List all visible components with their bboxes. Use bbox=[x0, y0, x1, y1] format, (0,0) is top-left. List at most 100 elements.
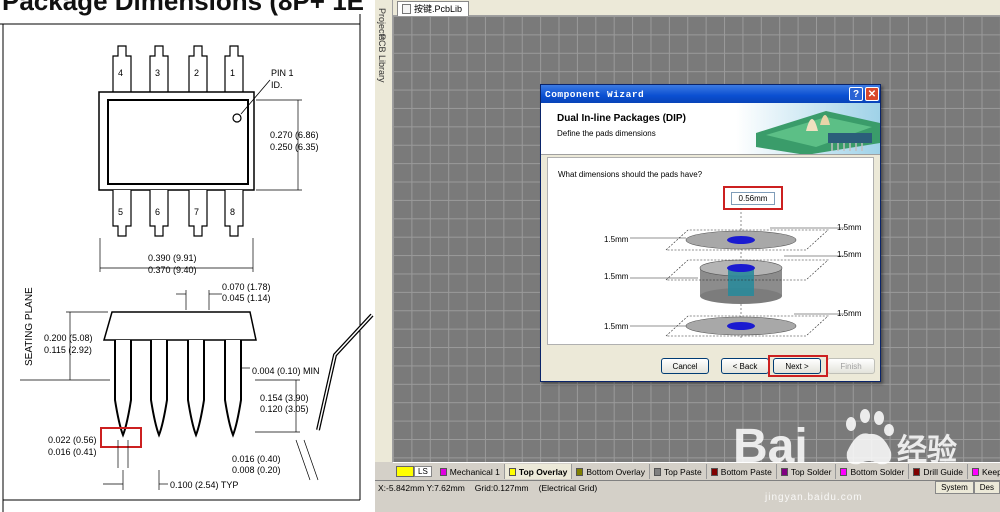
datasheet-panel: Package Dimensions (8P+ 1E 4 3 2 1 P bbox=[0, 0, 375, 512]
dim-width-max: 0.390 (9.91) bbox=[148, 253, 197, 263]
pin1-label: PIN 1 bbox=[271, 68, 294, 78]
layer-tab[interactable]: Drill Guide bbox=[909, 464, 969, 479]
bottom-fill bbox=[375, 494, 1000, 512]
pin-number-4: 4 bbox=[118, 68, 123, 78]
dim-lead-dia-min: 0.016 (0.41) bbox=[48, 447, 97, 457]
lead-diameter-highlight bbox=[100, 427, 142, 448]
pin-number-3: 3 bbox=[155, 68, 160, 78]
cursor-coordinates: X:-5.842mm Y:7.62mm bbox=[378, 482, 465, 493]
layer-color-swatch bbox=[710, 467, 718, 476]
layer-color-swatch bbox=[780, 467, 788, 476]
dim-left-bottom: 1.5mm bbox=[604, 322, 629, 331]
wizard-banner-graphic bbox=[736, 103, 880, 154]
layer-tab[interactable]: Bottom Solder bbox=[836, 464, 910, 479]
close-button[interactable]: ✕ bbox=[865, 87, 879, 101]
pin1-id: ID. bbox=[271, 80, 283, 90]
dialog-title: Component Wizard bbox=[545, 88, 645, 100]
dialog-title-bar[interactable]: Component Wizard ? ✕ bbox=[541, 85, 880, 103]
layer-tab-label: Bottom Solder bbox=[850, 466, 905, 477]
pad-diameter-highlight: 0.56mm bbox=[723, 186, 783, 210]
watermark-suffix: 经验 bbox=[897, 433, 957, 468]
status-bar: X:-5.842mm Y:7.62mm Grid:0.127mm (Electr… bbox=[375, 480, 1000, 494]
design-panel-button[interactable]: Des bbox=[973, 481, 1000, 494]
pin1-marker bbox=[232, 113, 242, 123]
layer-tabs: Mechanical 1 Top Overlay Bottom Overlay Top… bbox=[436, 464, 1000, 479]
step-title: Dual In-line Packages (DIP) bbox=[557, 113, 686, 124]
step-subtitle: Define the pads dimensions bbox=[557, 129, 656, 138]
pin-number-6: 6 bbox=[155, 207, 160, 217]
layer-color-swatch bbox=[840, 467, 848, 476]
dim-right-2: 1.5mm bbox=[837, 250, 862, 259]
layer-tab[interactable]: Mechanical 1 bbox=[436, 464, 505, 479]
layer-color-swatch bbox=[913, 467, 921, 476]
layer-tab-label: Bottom Paste bbox=[720, 466, 772, 477]
layer-tab[interactable]: Bottom Paste bbox=[707, 464, 777, 479]
watermark-url: jingyan.baidu.com bbox=[765, 492, 863, 503]
dialog-body: What dimensions should the pads have? 0.… bbox=[547, 157, 874, 345]
next-button-highlight bbox=[768, 355, 828, 377]
help-button[interactable]: ? bbox=[849, 87, 863, 101]
finish-button[interactable]: Finish bbox=[827, 358, 875, 374]
pad-dimensions-diagram: 1.5mm 1.5mm 1.5mm 1.5mm 1.5mm 1.5mm bbox=[604, 208, 862, 338]
pad-question: What dimensions should the pads have? bbox=[558, 170, 703, 179]
snap-mode: (Electrical Grid) bbox=[538, 482, 598, 493]
dim-height-max: 0.270 (6.86) bbox=[270, 130, 319, 140]
grid-size: Grid:0.127mm bbox=[474, 482, 529, 493]
layer-tab[interactable]: Top Overlay bbox=[504, 464, 573, 479]
layer-set-button[interactable]: LS bbox=[396, 465, 432, 479]
projects-panel-tab[interactable]: Projects bbox=[377, 8, 387, 41]
datasheet-title: Package Dimensions (8P+ 1E bbox=[2, 0, 365, 16]
dim-pinw-max: 0.070 (1.78) bbox=[222, 282, 271, 292]
pcb-library-panel-tab[interactable]: PCB Library bbox=[377, 34, 387, 83]
layer-tab-label: Top Overlay bbox=[518, 466, 568, 477]
current-layer-swatch bbox=[396, 466, 414, 477]
layer-color-swatch bbox=[508, 467, 516, 476]
dim-right-3: 1.5mm bbox=[837, 309, 862, 318]
dim-body-min: 0.115 (2.92) bbox=[44, 345, 92, 355]
layer-set-label: LS bbox=[414, 466, 432, 477]
layer-color-swatch bbox=[972, 467, 980, 476]
layer-tab-bar: LS Mechanical 1 Top Overlay Bottom Overlay… bbox=[393, 462, 1000, 480]
next-button[interactable]: Next > bbox=[773, 358, 821, 374]
layer-color-swatch bbox=[653, 467, 661, 476]
pin-number-7: 7 bbox=[194, 207, 199, 217]
dim-lead-min: 0.120 (3.05) bbox=[260, 404, 309, 414]
layer-tab[interactable]: Keep-Out Layer bbox=[968, 464, 1000, 479]
pin-number-2: 2 bbox=[194, 68, 199, 78]
layer-tab-label: Mechanical 1 bbox=[449, 466, 500, 477]
layer-tab[interactable]: Bottom Overlay bbox=[572, 464, 650, 479]
layer-tab[interactable]: Top Paste bbox=[650, 464, 707, 479]
dim-height-min: 0.250 (6.35) bbox=[270, 142, 319, 152]
cancel-button[interactable]: Cancel bbox=[661, 358, 709, 374]
dim-left-top: 1.5mm bbox=[604, 235, 629, 244]
document-tab-pcblib[interactable]: 按键.PcbLib bbox=[397, 1, 470, 16]
system-panel-button[interactable]: System bbox=[935, 481, 974, 494]
component-wizard-dialog: Component Wizard ? ✕ Dual In-line Packag… bbox=[540, 84, 881, 382]
bottom-panel-tabs: System Des bbox=[935, 481, 1000, 494]
layer-tab-label: Top Solder bbox=[790, 466, 832, 477]
layer-tab-label: Top Paste bbox=[663, 466, 702, 477]
pin-number-8: 8 bbox=[230, 207, 235, 217]
layer-tab[interactable]: Top Solder bbox=[777, 464, 837, 479]
dim-pinw-min: 0.045 (1.14) bbox=[222, 293, 271, 303]
dim-pitch: 0.100 (2.54) TYP bbox=[170, 480, 238, 490]
layer-color-swatch bbox=[439, 467, 447, 476]
layer-tab-label: Drill Guide bbox=[923, 466, 964, 477]
dialog-footer: Cancel < Back Next > Finish bbox=[541, 347, 880, 381]
dim-thick-min: 0.008 (0.20) bbox=[232, 465, 281, 475]
dim-lead-dia-max: 0.022 (0.56) bbox=[48, 435, 97, 445]
dim-width-min: 0.370 (9.40) bbox=[148, 265, 197, 275]
pcblib-file-icon bbox=[402, 4, 411, 14]
pad-hole-diameter-field[interactable]: 0.56mm bbox=[731, 192, 775, 205]
watermark-brand: Bai bbox=[733, 420, 808, 473]
side-panel-strip: Projects PCB Library bbox=[375, 0, 393, 462]
dialog-header: Dual In-line Packages (DIP) Define the p… bbox=[541, 103, 880, 155]
dim-standoff: 0.004 (0.10) MIN bbox=[252, 366, 320, 376]
dip-package-drawing: 4 3 2 1 PIN 1 ID. 5 6 7 8 bbox=[0, 14, 374, 512]
document-tab-bar: 按键.PcbLib bbox=[393, 0, 1000, 16]
dim-left-mid: 1.5mm bbox=[604, 272, 629, 281]
back-button[interactable]: < Back bbox=[721, 358, 769, 374]
baidu-logo-icon: Bai 经验 bbox=[733, 409, 957, 473]
pin-number-1: 1 bbox=[230, 68, 235, 78]
dim-body-max: 0.200 (5.08) bbox=[44, 333, 93, 343]
